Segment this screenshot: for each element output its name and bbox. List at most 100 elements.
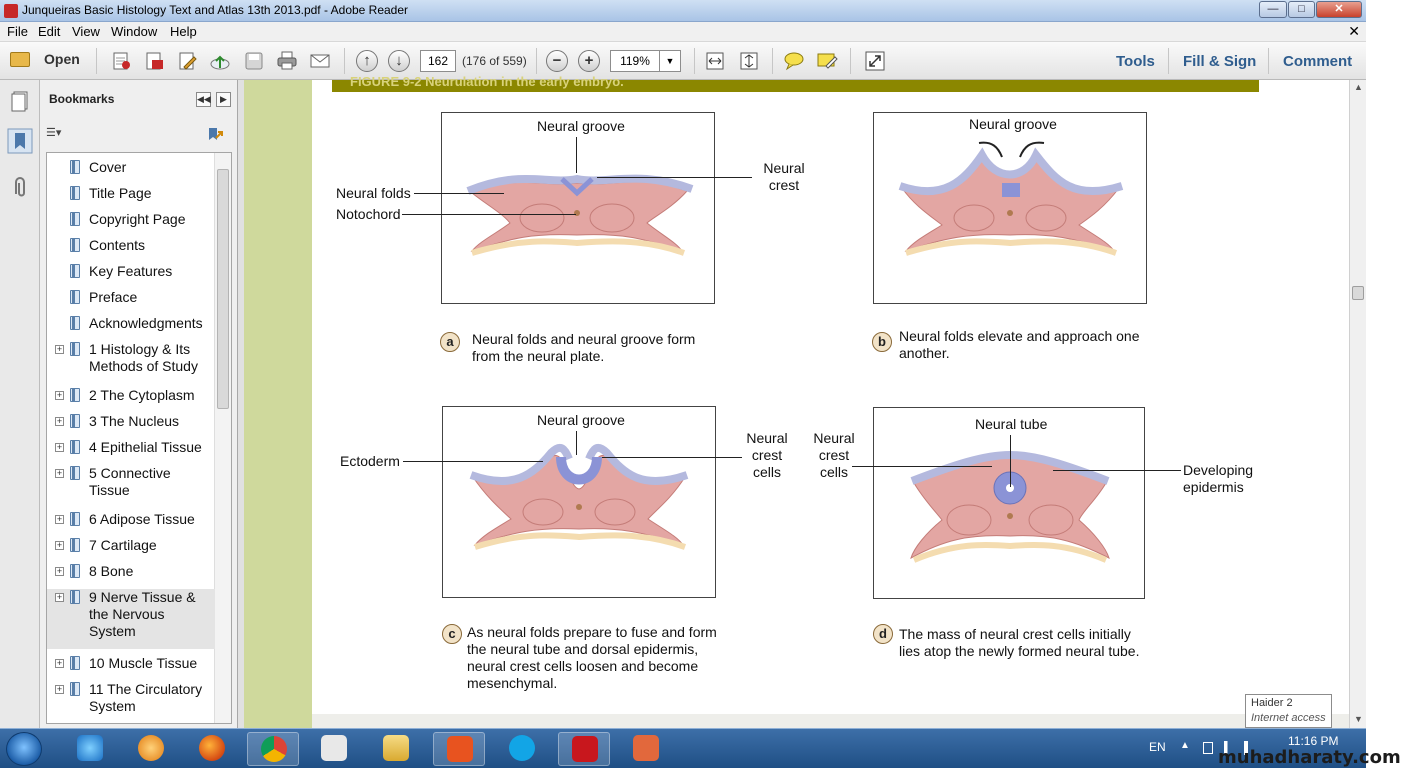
taskbar-chrome[interactable] xyxy=(247,732,299,766)
bookmark-item[interactable]: +2 The Cytoplasm xyxy=(47,387,215,407)
expand-plus-icon[interactable]: + xyxy=(55,468,64,478)
document-scrollbar[interactable]: ▲ ▼ xyxy=(1349,80,1366,728)
bookmark-item[interactable]: +5 Connective Tissue xyxy=(47,465,215,505)
fit-width-icon[interactable] xyxy=(704,50,726,72)
bookmark-item[interactable]: +9 Nerve Tissue & the Nervous System xyxy=(47,589,215,649)
close-button[interactable]: ✕ xyxy=(1316,1,1362,18)
bookmark-label: 10 Muscle Tissue xyxy=(89,655,198,671)
taskbar-firefox[interactable] xyxy=(186,732,238,766)
network-signal-icon[interactable] xyxy=(1224,741,1236,755)
bookmark-label: 7 Cartilage xyxy=(89,537,157,553)
bookmark-item[interactable]: Acknowledgments xyxy=(47,315,215,335)
expand-plus-icon[interactable]: + xyxy=(55,442,64,452)
bookmark-item[interactable]: Cover xyxy=(47,159,215,179)
zoom-level-input[interactable]: 119% xyxy=(610,50,660,72)
expand-plus-icon[interactable]: + xyxy=(55,416,64,426)
document-close-icon[interactable]: ✕ xyxy=(1348,23,1360,39)
bookmark-item[interactable]: Preface xyxy=(47,289,215,309)
taskbar-explorer[interactable] xyxy=(370,732,422,766)
bookmark-item[interactable]: +3 The Nucleus xyxy=(47,413,215,433)
bookmark-item[interactable]: +11 The Circulatory System xyxy=(47,681,215,721)
expand-plus-icon[interactable]: + xyxy=(55,566,64,576)
volume-icon[interactable] xyxy=(1244,741,1256,755)
expand-plus-icon[interactable]: + xyxy=(55,684,64,694)
bookmark-item[interactable]: +7 Cartilage xyxy=(47,537,215,557)
full-screen-icon[interactable] xyxy=(864,50,886,72)
scroll-down-arrow-icon[interactable]: ▼ xyxy=(1354,714,1363,724)
bookmark-item[interactable]: Key Features xyxy=(47,263,215,283)
bookmark-item[interactable]: Copyright Page xyxy=(47,211,215,231)
taskbar-text-app[interactable] xyxy=(433,732,485,766)
menu-window[interactable]: Window xyxy=(111,24,158,39)
expand-current-bookmark-icon[interactable] xyxy=(206,126,224,144)
zoom-in-button[interactable]: + xyxy=(578,50,600,72)
fit-page-icon[interactable] xyxy=(738,50,760,72)
comment-pane-button[interactable]: Comment xyxy=(1283,53,1353,70)
comment-bubble-icon[interactable] xyxy=(783,50,805,72)
document-scrollbar-thumb[interactable] xyxy=(1352,286,1364,300)
bookmark-item[interactable]: +6 Adipose Tissue xyxy=(47,511,215,531)
battery-icon[interactable] xyxy=(1203,742,1213,754)
page-number-input[interactable]: 162 xyxy=(420,50,456,72)
taskbar-adobe-reader[interactable] xyxy=(558,732,610,766)
menu-file[interactable]: File xyxy=(7,24,28,39)
bookmark-item[interactable]: +4 Epithelial Tissue xyxy=(47,439,215,459)
taskbar-app-orange[interactable] xyxy=(125,732,177,766)
page-thumbnails-icon[interactable] xyxy=(7,88,33,114)
panel-menu-icon[interactable]: ▶ xyxy=(216,92,231,107)
save-icon[interactable] xyxy=(243,50,265,72)
zoom-dropdown-chevron-down-icon[interactable]: ▼ xyxy=(659,50,681,72)
taskbar-powerpoint[interactable] xyxy=(620,732,672,766)
zoom-out-button[interactable]: − xyxy=(546,50,568,72)
taskbar-skype[interactable] xyxy=(496,732,548,766)
fill-sign-pane-button[interactable]: Fill & Sign xyxy=(1183,53,1257,70)
attachments-paperclip-icon[interactable] xyxy=(7,174,33,200)
language-indicator[interactable]: EN xyxy=(1149,740,1166,754)
minimize-button[interactable]: — xyxy=(1259,1,1287,18)
expand-plus-icon[interactable]: + xyxy=(55,344,64,354)
bookmark-icon xyxy=(70,538,80,552)
expand-plus-icon[interactable]: + xyxy=(55,540,64,550)
bookmarks-heading: Bookmarks xyxy=(49,92,115,106)
collapse-panel-icon[interactable]: ◀◀ xyxy=(196,92,211,107)
tools-pane-button[interactable]: Tools xyxy=(1116,53,1155,70)
system-clock[interactable]: 11:16 PM xyxy=(1288,734,1339,748)
edit-pdf-icon[interactable] xyxy=(176,50,198,72)
start-button-windows-icon[interactable] xyxy=(6,732,42,766)
taskbar-media-player[interactable] xyxy=(308,732,360,766)
panel-splitter[interactable] xyxy=(238,80,244,728)
tray-expand-icon[interactable]: ▲ xyxy=(1180,740,1190,751)
menu-edit[interactable]: Edit xyxy=(38,24,61,39)
next-page-button[interactable]: ↓ xyxy=(388,50,410,72)
bookmark-item[interactable]: +8 Bone xyxy=(47,563,215,583)
expand-plus-icon[interactable]: + xyxy=(55,390,64,400)
create-pdf-icon[interactable] xyxy=(110,50,132,72)
scroll-up-arrow-icon[interactable]: ▲ xyxy=(1354,82,1363,92)
folder-open-icon[interactable] xyxy=(10,52,30,67)
menu-help[interactable]: Help xyxy=(170,24,197,39)
leader-line xyxy=(1053,470,1181,471)
print-icon[interactable] xyxy=(276,50,298,72)
open-button[interactable]: Open xyxy=(44,51,80,67)
bookmark-item[interactable]: +1 Histology & Its Methods of Study xyxy=(47,341,215,381)
bookmark-item[interactable]: Contents xyxy=(47,237,215,257)
highlight-pen-icon[interactable] xyxy=(816,50,838,72)
bookmark-options-icon[interactable]: ☰▾ xyxy=(46,127,62,139)
menu-view[interactable]: View xyxy=(72,24,100,39)
expand-plus-icon[interactable]: + xyxy=(55,658,64,668)
upload-cloud-icon[interactable] xyxy=(209,50,231,72)
bookmarks-scrollbar[interactable] xyxy=(214,153,231,723)
maximize-button[interactable]: □ xyxy=(1288,1,1315,18)
label-neural-crest: Neural crest xyxy=(763,160,805,193)
bookmarks-scrollbar-thumb[interactable] xyxy=(217,169,229,409)
expand-plus-icon[interactable]: + xyxy=(55,592,64,602)
expand-plus-icon[interactable]: + xyxy=(55,514,64,524)
email-icon[interactable] xyxy=(309,50,331,72)
bookmarks-panel-icon[interactable] xyxy=(7,128,33,154)
bookmark-item[interactable]: Title Page xyxy=(47,185,215,205)
taskbar-internet-explorer[interactable] xyxy=(64,732,116,766)
bookmark-item[interactable]: +10 Muscle Tissue xyxy=(47,655,215,675)
previous-page-button[interactable]: ↑ xyxy=(356,50,378,72)
convert-pdf-icon[interactable] xyxy=(143,50,165,72)
